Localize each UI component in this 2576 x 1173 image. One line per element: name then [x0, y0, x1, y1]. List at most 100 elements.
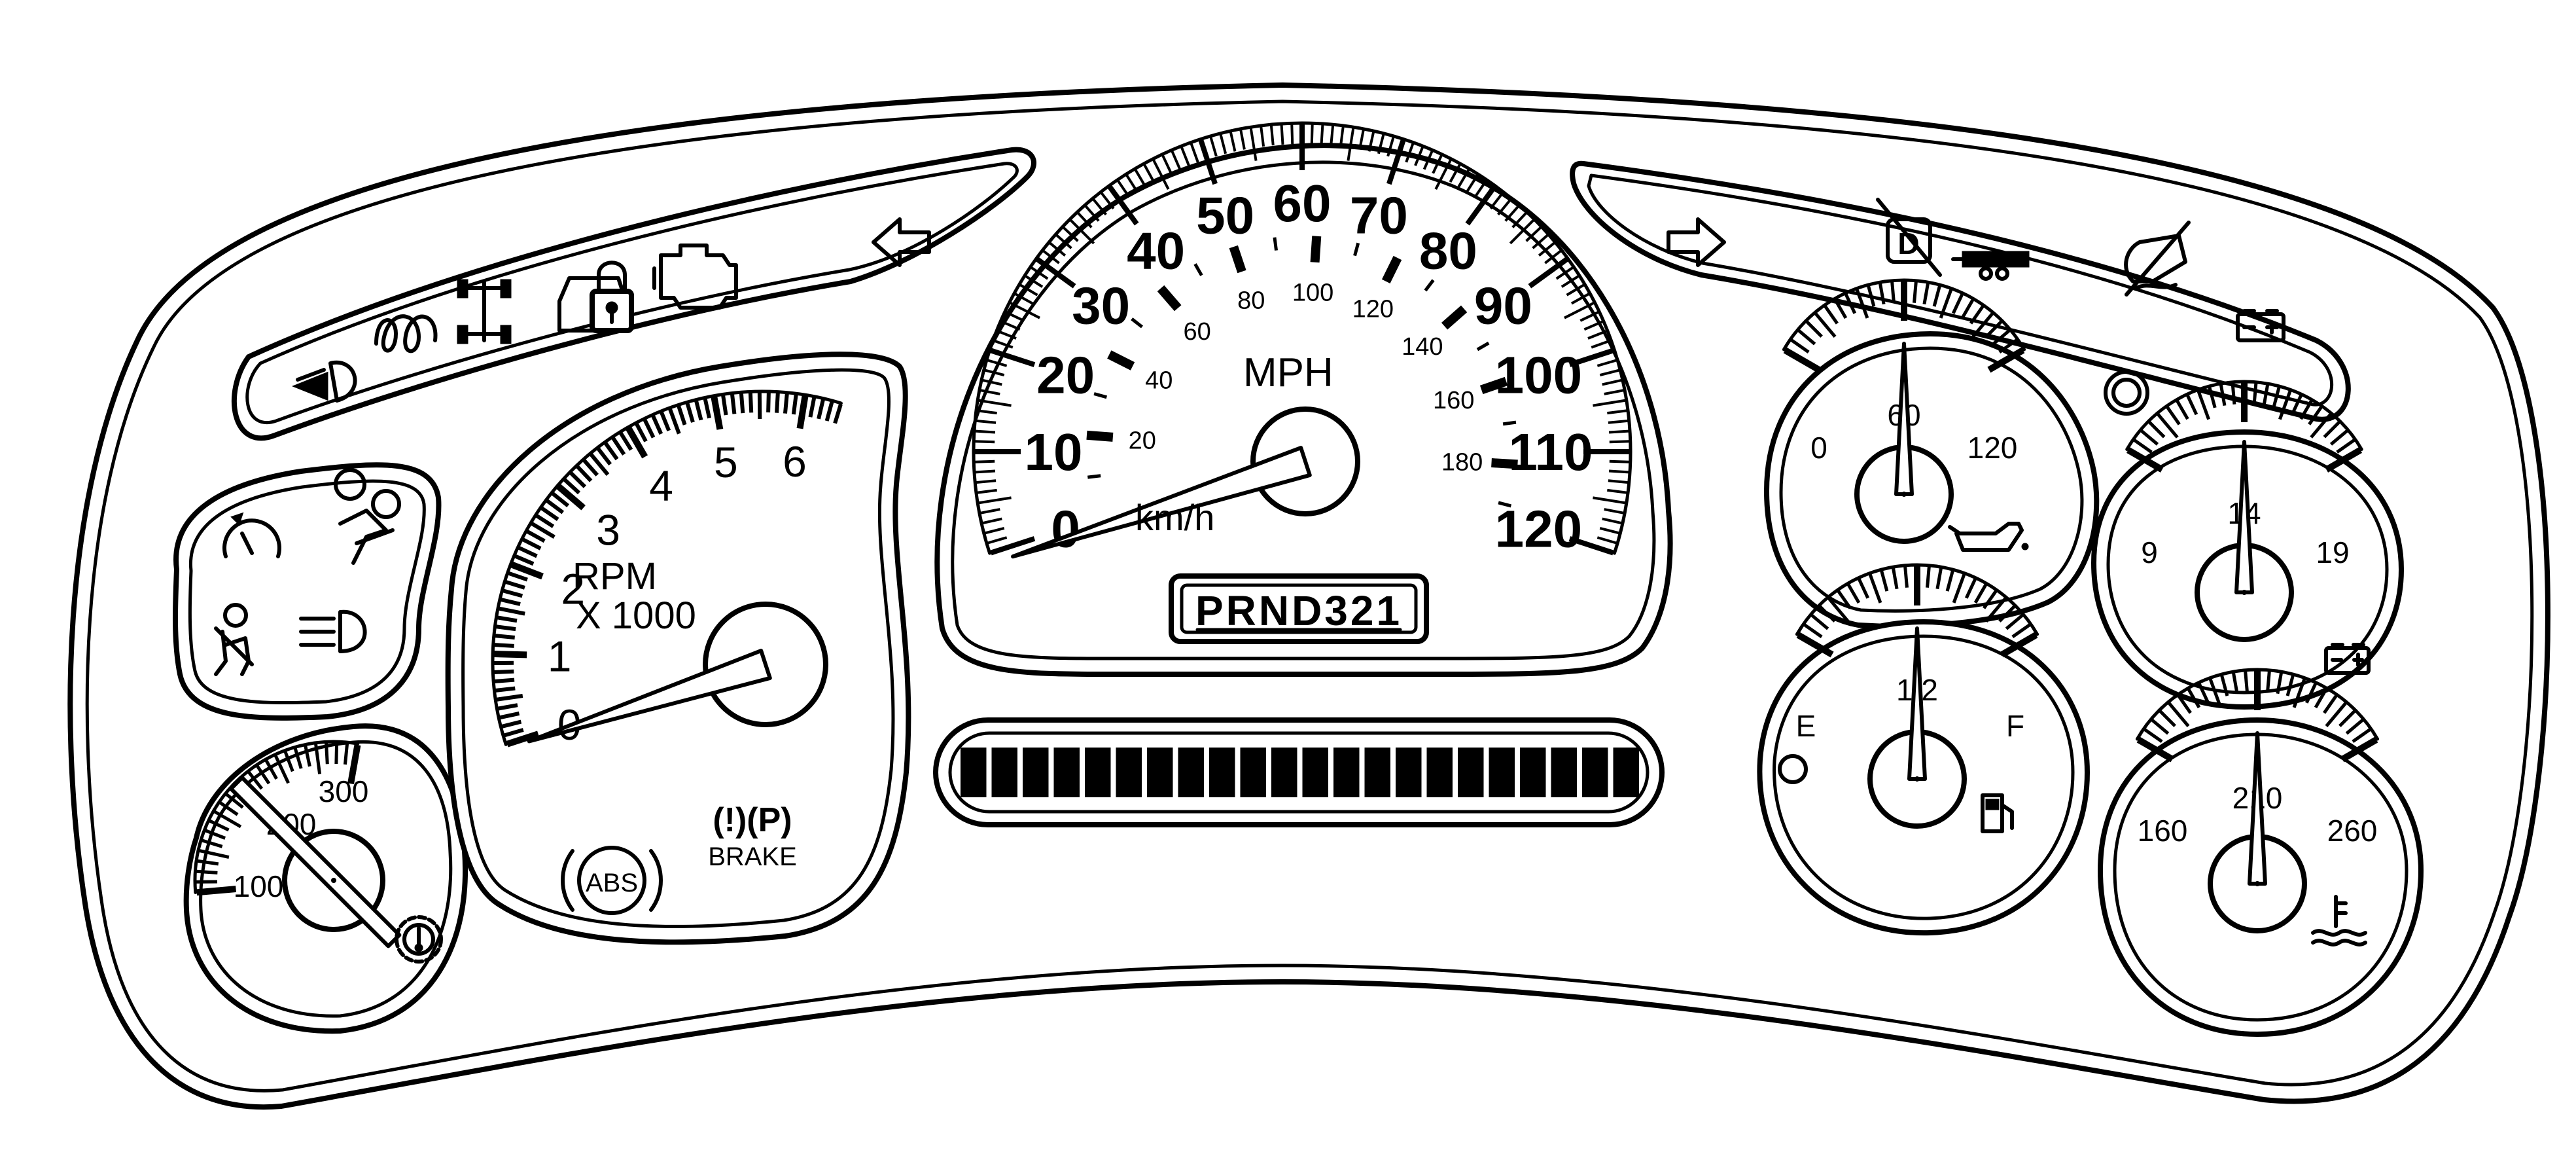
battery-icon [2236, 309, 2285, 342]
tach-tick [619, 432, 633, 451]
tach-tick [563, 478, 581, 495]
gauge-tick [1971, 312, 1994, 338]
speed-tick [990, 536, 1036, 556]
gauge-tick [1992, 329, 2011, 346]
tach-tick [668, 408, 681, 435]
speed-tick [1014, 293, 1034, 305]
speed-tick [1607, 488, 1627, 494]
tach-tick [651, 415, 663, 435]
tach-tick [526, 530, 546, 543]
gauge-tick [1922, 283, 1930, 305]
gauge-tick [1913, 281, 1918, 303]
brake-symbol: (!)(P) [713, 801, 792, 839]
speed-tick [982, 378, 1002, 386]
gauge-pin [1914, 776, 1920, 782]
trans-tick [205, 829, 226, 840]
kmh-tick [1131, 317, 1144, 329]
gauge-tick [2187, 688, 2201, 709]
display-segment [1551, 748, 1577, 797]
gauge-tick [1983, 590, 1998, 609]
speed-tick [980, 389, 1000, 395]
mph-label: 50 [1196, 187, 1254, 245]
cluster-bezel-inner [85, 99, 2534, 1092]
tach-tick [551, 492, 570, 508]
gauge-tick [2176, 400, 2189, 420]
gauge-label: 9 [2141, 535, 2158, 569]
tach-tick [817, 399, 825, 420]
gauge-tick [2168, 702, 2190, 727]
display-segment [1302, 748, 1328, 797]
kmh-tick [1229, 245, 1246, 274]
speed-tick [1125, 174, 1138, 193]
mph-label: 90 [1474, 277, 1532, 335]
gauge-tick [1857, 578, 1870, 599]
tach-label: 2 [561, 565, 585, 613]
trans-tick [314, 744, 322, 774]
tach-tick [808, 397, 817, 418]
tach-tick [833, 404, 843, 424]
display-segment [1271, 748, 1297, 797]
speed-tick [975, 429, 996, 434]
kmh-label: 40 [1145, 367, 1173, 395]
tach-tick [611, 437, 626, 456]
gauge-tick [2292, 678, 2306, 708]
trans-needle [229, 776, 402, 948]
speed-tick [1422, 151, 1434, 170]
gauge-tick [1939, 289, 1953, 319]
fuel-gauge: E1/2F [1795, 563, 2039, 829]
kmh-tick [1193, 263, 1203, 276]
display-segment [1178, 748, 1204, 797]
tach-tick [783, 393, 789, 414]
mph-label: 110 [1508, 423, 1593, 481]
speed-tick [1587, 330, 1607, 340]
mph-label: 60 [1273, 174, 1332, 232]
kmh-label: 160 [1433, 387, 1474, 414]
tach-label: 3 [596, 505, 620, 554]
gauge-tick [1973, 583, 1988, 604]
speed-tick [1005, 311, 1025, 322]
speed-tick [1604, 508, 1624, 514]
gauge-tick [1797, 329, 1816, 346]
display-segment [1147, 748, 1173, 797]
gauge-tick [1987, 347, 2025, 373]
gauge-tick [2266, 671, 2271, 693]
speed-tick [1019, 283, 1038, 297]
trans-tick [196, 869, 218, 875]
speed-tick [1320, 124, 1324, 145]
gauge-tick [1814, 312, 1837, 338]
speed-tick [1134, 169, 1147, 188]
kmh-tick [1476, 341, 1490, 352]
turn-signal-right-icon [1667, 217, 1726, 267]
kmh-tick [1310, 236, 1322, 263]
display-segment [1116, 748, 1142, 797]
display-segment [1364, 748, 1390, 797]
tach-tick [546, 499, 565, 514]
speed-tick [1049, 242, 1067, 257]
tach-tick [518, 546, 538, 558]
speed-tick [1152, 159, 1170, 190]
gauge-tick [2272, 387, 2281, 408]
gauge-tick [2148, 421, 2166, 439]
speed-tick [1330, 126, 1335, 146]
tach-tick [508, 571, 528, 582]
speed-tick [1489, 192, 1504, 209]
speed-tick [1599, 526, 1619, 535]
security-lock-icon [557, 261, 634, 333]
tach-tick [522, 537, 542, 550]
speed-tick [1386, 139, 1406, 185]
speed-tick [982, 517, 1002, 525]
gauge-tick [1790, 338, 1810, 353]
gauge-tick [1998, 605, 2016, 623]
mph-label: 30 [1072, 277, 1130, 335]
gauge-pin [1901, 492, 1907, 497]
tach-tick [748, 393, 754, 413]
speed-tick [1568, 348, 1614, 367]
mph-label: 20 [1036, 346, 1095, 405]
gauge-tick [2244, 671, 2249, 693]
speed-tick [1347, 128, 1355, 161]
tach-tick [497, 703, 518, 711]
gauge-tick [2278, 390, 2292, 420]
speed-tick [1358, 130, 1365, 150]
